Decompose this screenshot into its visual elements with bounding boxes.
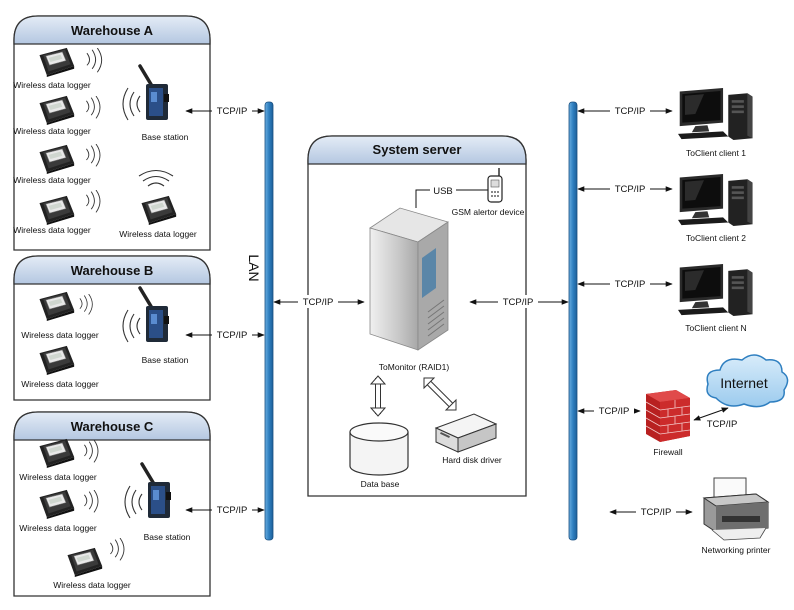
printer-icon	[702, 477, 770, 541]
system-server-header	[307, 135, 527, 165]
svg-text:TCP/IP: TCP/IP	[503, 297, 534, 308]
usb-label: USB	[433, 186, 453, 197]
warehouse-b: Warehouse B Wireless data logger Wireles…	[13, 255, 211, 401]
logger-label: Wireless data logger	[13, 225, 91, 235]
internet-cloud: Internet TCP/IP	[693, 354, 789, 430]
logger-label: Wireless data logger	[13, 175, 91, 185]
desktop-computer-icon	[678, 174, 753, 226]
server-right-link: TCP/IP	[469, 295, 569, 308]
warehouse-a-link: TCP/IP	[185, 104, 265, 117]
logger-label: Wireless data logger	[119, 229, 197, 239]
desktop-computer-icon	[678, 88, 753, 140]
gsm-device-icon	[487, 168, 503, 203]
svg-text:TCP/IP: TCP/IP	[599, 406, 630, 417]
base-station-label: Base station	[142, 355, 189, 365]
warehouse-b-header	[13, 255, 211, 285]
system-server: System server ToMonitor (RAID1) USB GSM …	[307, 135, 527, 497]
logger-label: Wireless data logger	[21, 330, 99, 340]
warehouse-c-header	[13, 411, 211, 441]
logger-label: Wireless data logger	[13, 126, 91, 136]
warehouse-a-title: Warehouse A	[71, 23, 154, 38]
wireless-waves-icon	[122, 87, 141, 121]
wireless-waves-icon	[122, 309, 141, 343]
desktop-computer-icon	[678, 264, 753, 316]
server-left-link: TCP/IP	[273, 295, 365, 308]
database-label: Data base	[361, 479, 400, 489]
logger-label: Wireless data logger	[19, 523, 97, 533]
firewall-label: Firewall	[653, 447, 682, 457]
warehouse-c-link: TCP/IP	[185, 503, 265, 516]
lan-label: LAN	[246, 254, 262, 281]
firewall: TCP/IP Firewall	[577, 390, 691, 457]
printer-label: Networking printer	[702, 545, 771, 555]
logger-label: Wireless data logger	[13, 80, 91, 90]
client-label: ToClient client 2	[686, 233, 746, 243]
firewall-icon	[645, 390, 691, 442]
svg-text:TCP/IP: TCP/IP	[615, 279, 646, 290]
svg-text:TCP/IP: TCP/IP	[615, 184, 646, 195]
hard-disk-icon	[434, 413, 498, 453]
database-icon	[349, 422, 409, 476]
disk-link-arrow	[423, 377, 457, 411]
client-1: TCP/IP ToClient client 1	[577, 88, 753, 158]
wireless-waves-icon	[138, 169, 174, 187]
svg-text:TCP/IP: TCP/IP	[217, 505, 248, 516]
server-tower-icon	[369, 207, 449, 351]
svg-text:TCP/IP: TCP/IP	[217, 106, 248, 117]
warehouse-c: Warehouse C Wireless data logger Wireles…	[13, 411, 211, 597]
warehouse-b-link: TCP/IP	[185, 328, 265, 341]
logger-label: Wireless data logger	[21, 379, 99, 389]
client-label: ToClient client N	[685, 323, 746, 333]
hard-disk-label: Hard disk driver	[442, 455, 502, 465]
warehouse-a-header	[13, 15, 211, 45]
warehouse-a: Warehouse A Wireless data logger Wireles…	[13, 15, 211, 251]
base-station-label: Base station	[142, 132, 189, 142]
usb-line	[415, 189, 490, 208]
warehouse-b-title: Warehouse B	[71, 263, 154, 278]
cloud-icon	[706, 354, 789, 408]
gsm-label: GSM alertor device	[452, 207, 525, 217]
client-label: ToClient client 1	[686, 148, 746, 158]
base-station-label: Base station	[144, 532, 191, 542]
svg-text:TCP/IP: TCP/IP	[303, 297, 334, 308]
client-n: TCP/IP ToClient client N	[577, 264, 753, 333]
svg-text:TCP/IP: TCP/IP	[217, 330, 248, 341]
networking-printer: TCP/IP Networking printer	[609, 477, 771, 555]
logger-label: Wireless data logger	[19, 472, 97, 482]
svg-text:TCP/IP: TCP/IP	[615, 106, 646, 117]
wireless-waves-icon	[124, 485, 143, 519]
svg-text:TCP/IP: TCP/IP	[641, 507, 672, 518]
lan-bus	[264, 101, 274, 541]
monitor-label: ToMonitor (RAID1)	[379, 362, 450, 372]
warehouse-c-title: Warehouse C	[71, 419, 154, 434]
internet-link-label: TCP/IP	[707, 419, 738, 430]
client-2: TCP/IP ToClient client 2	[577, 174, 753, 243]
client-bus	[568, 101, 578, 541]
system-server-title: System server	[373, 142, 462, 157]
logger-label: Wireless data logger	[53, 580, 131, 590]
internet-label: Internet	[720, 375, 768, 391]
database-link-arrow	[369, 375, 387, 417]
